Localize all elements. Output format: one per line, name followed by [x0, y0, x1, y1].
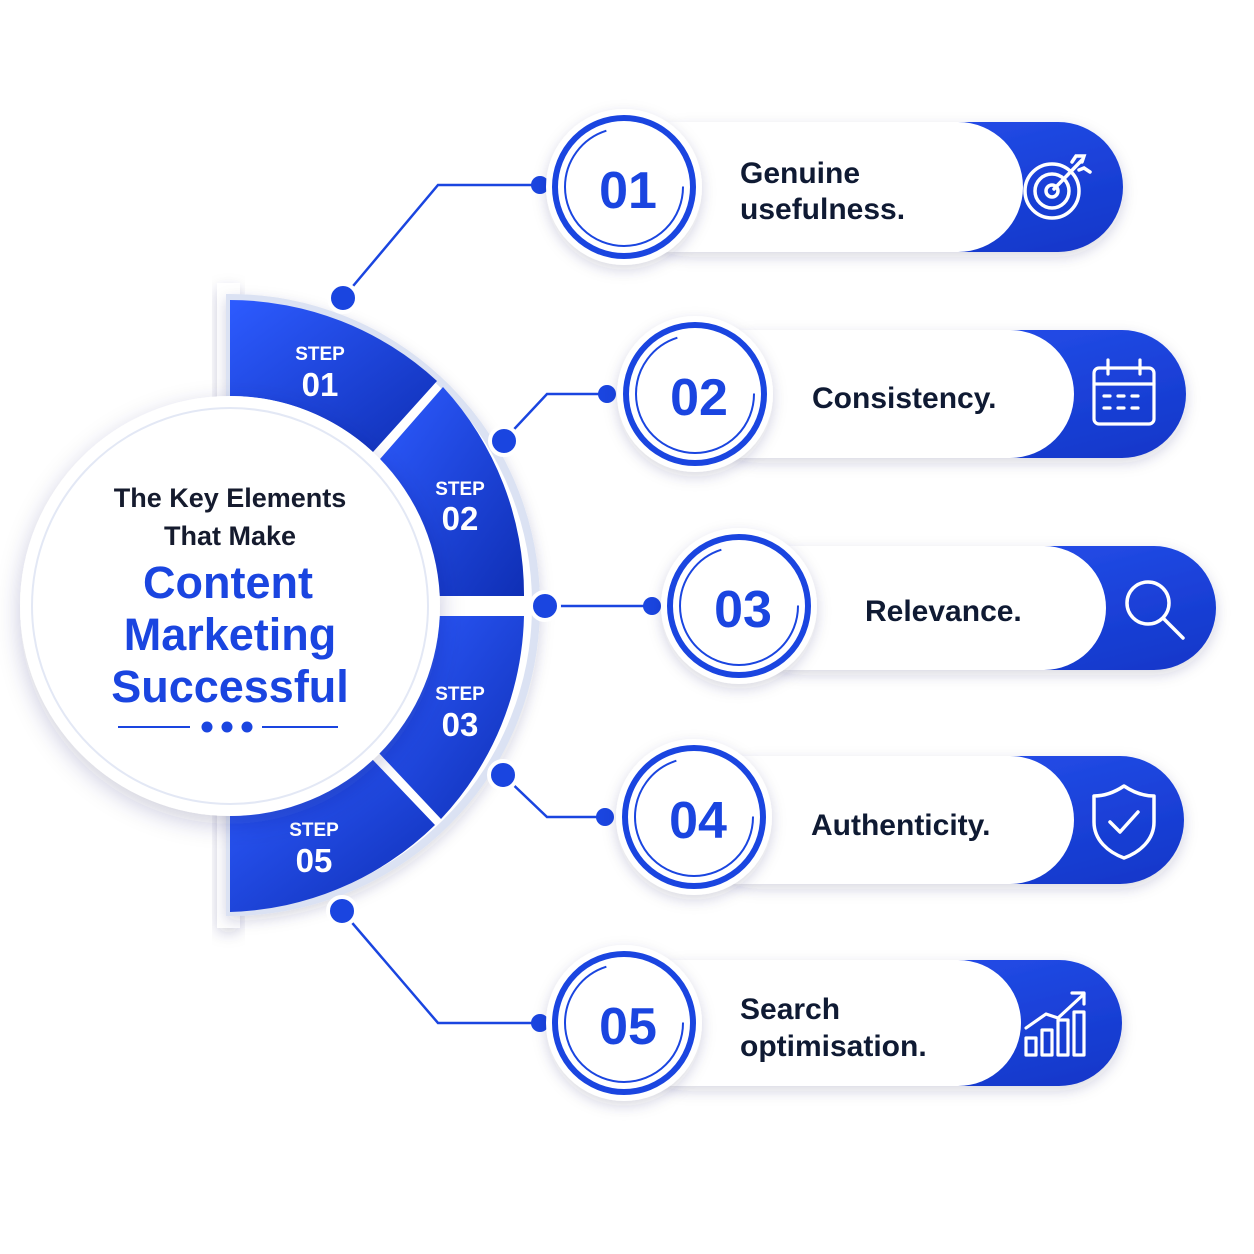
title-line-4: Marketing: [124, 609, 337, 660]
item-label-03: Relevance.: [865, 595, 1022, 628]
item-label-05-line1: Search: [740, 993, 840, 1026]
item-number-03: 03: [714, 581, 772, 639]
item-label-01-line1: Genuine: [740, 157, 860, 190]
card-body-02: [694, 330, 1074, 458]
step-number-05: 05: [296, 842, 333, 879]
end-dot-04: [596, 808, 614, 826]
title-circle-border: [31, 407, 429, 805]
number-badge-05: [546, 945, 702, 1101]
item-card-01[interactable]: 01 Genuine usefulness.: [546, 109, 1123, 265]
card-body-04: [694, 756, 1074, 884]
growth-chart-icon: [1024, 991, 1086, 1057]
step-segment-02[interactable]: [380, 387, 525, 596]
connector-01: [342, 183, 540, 299]
item-label-01-line2: usefulness.: [740, 193, 905, 226]
step-segment-05[interactable]: [230, 759, 435, 912]
calendar-icon: [1092, 358, 1156, 426]
item-number-04: 04: [669, 792, 727, 850]
junction-dots: [326, 282, 561, 927]
number-badge-04: [616, 739, 772, 895]
step-segment-01[interactable]: [230, 300, 437, 452]
step-label-05: STEP: [289, 820, 339, 841]
end-dot-03: [643, 597, 661, 615]
title-circle-bg: [20, 396, 440, 816]
connectors: [341, 183, 652, 1025]
item-label-05-line2: optimisation.: [740, 1030, 927, 1063]
title-line-2: That Make: [164, 521, 296, 551]
target-icon: [1023, 154, 1092, 220]
item-label-04: Authenticity.: [811, 809, 990, 842]
item-number-05: 05: [599, 998, 657, 1056]
number-badge-03: [661, 528, 817, 684]
number-badge-01: [546, 109, 702, 265]
card-body-03: [740, 546, 1106, 670]
junction-dot-03: [529, 590, 561, 622]
connector-02: [503, 392, 607, 441]
item-label-02: Consistency.: [812, 382, 997, 415]
title-line-1: The Key Elements: [114, 483, 347, 513]
connector-05: [341, 910, 540, 1025]
title-circle: The Key Elements That Make Content Marke…: [20, 396, 440, 816]
junction-dot-04: [487, 759, 519, 791]
step-number-01: 01: [302, 366, 339, 403]
item-number-02: 02: [670, 369, 728, 427]
end-dot-01: [531, 176, 549, 194]
end-dot-02: [598, 385, 616, 403]
step-number-03: 03: [442, 706, 479, 743]
step-label-01: STEP: [295, 344, 345, 365]
item-card-04[interactable]: 04 Authenticity.: [616, 739, 1184, 895]
item-card-05[interactable]: 05 Search optimisation.: [546, 945, 1122, 1101]
item-card-03[interactable]: 03 Relevance.: [661, 528, 1216, 684]
end-dot-05: [531, 1014, 549, 1032]
step-label-03: STEP: [435, 684, 485, 705]
shield-check-icon: [1092, 784, 1156, 860]
step-number-02: 02: [442, 500, 479, 537]
card-body-01: [625, 122, 1023, 252]
junction-dot-05: [326, 895, 358, 927]
end-dots: [531, 176, 661, 1032]
title-line-5: Successful: [111, 661, 349, 712]
step-label-02: STEP: [435, 479, 485, 500]
connector-04: [502, 774, 605, 819]
search-icon: [1125, 580, 1185, 640]
item-card-02[interactable]: 02 Consistency.: [617, 316, 1186, 472]
card-body-05: [625, 960, 1021, 1086]
number-badge-02: [617, 316, 773, 472]
title-line-3: Content: [143, 557, 313, 608]
title-divider: [118, 721, 338, 733]
junction-dot-01: [327, 282, 359, 314]
step-segment-03[interactable]: [378, 616, 524, 819]
item-number-01: 01: [599, 162, 657, 220]
junction-dot-02: [488, 425, 520, 457]
